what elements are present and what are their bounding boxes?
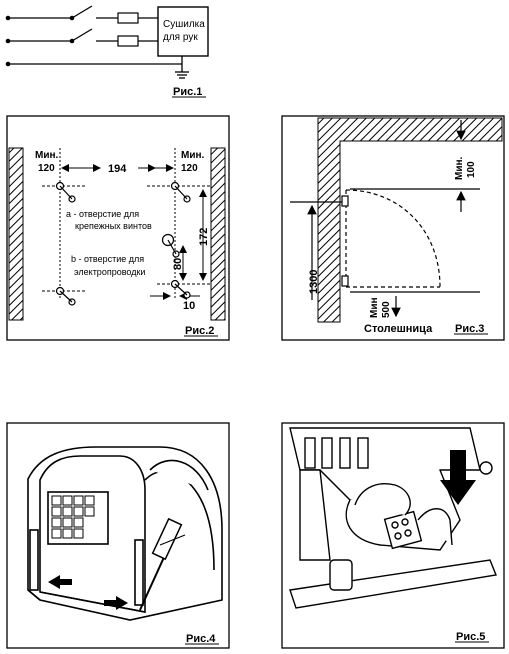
dryer-label-1: Сушилка: [163, 19, 205, 30]
countertop-label: Столешница: [364, 323, 433, 335]
min-top-2: 100: [466, 161, 477, 178]
figure-2-frame: [6, 115, 230, 341]
fig2-dimension-lines: [42, 148, 210, 300]
fuse-2: [117, 35, 139, 47]
note-a-2: крепежных винтов: [75, 221, 152, 231]
figure-1-caption: Рис.1: [173, 86, 202, 98]
dryer-label-2: для рук: [163, 32, 198, 43]
note-a-1: a - отверстие для: [66, 209, 139, 219]
figure-5-caption: Рис.5: [456, 631, 485, 643]
figure-2-mounting: Мин. 120 Мин. 120 194: [6, 115, 230, 341]
dim-10: 10: [183, 300, 195, 312]
push-arrows: [48, 575, 128, 610]
hole-markers: [55, 181, 191, 306]
dryer-grille: [51, 495, 95, 539]
figure-4-cover: Рис.4: [6, 422, 230, 649]
wall-right: [210, 147, 226, 321]
wall-left: [8, 147, 24, 321]
figure-3-caption: Рис.3: [455, 323, 484, 335]
terminal-dots: [5, 15, 75, 67]
min-left-1: Мин.: [35, 150, 59, 161]
housing-drawing: [289, 427, 497, 609]
note-b-2: электропроводки: [74, 267, 145, 277]
min-top-1: Мин.: [454, 156, 465, 180]
figure-3-height: Мин. 100 1300 Мин 500 Столешница Рис.3: [281, 115, 505, 341]
distance-194: 194: [108, 163, 127, 175]
down-arrow-icon: [440, 450, 476, 505]
min-bottom-2: 500: [381, 301, 392, 318]
dim-1300: 1300: [308, 270, 320, 294]
figure-4-caption: Рис.4: [186, 633, 216, 645]
figure-4-frame: [6, 422, 230, 649]
wiring-lines: [8, 5, 189, 79]
dim-80: 80: [172, 258, 184, 270]
note-b-1: b - отверстие для: [71, 254, 144, 264]
figure-1-wiring: Сушилка для рук Рис.1: [5, 5, 209, 98]
screwdriver: [139, 517, 186, 611]
dim-172: 172: [198, 228, 210, 246]
figure-3-frame: [281, 115, 505, 341]
min-left-2: 120: [38, 163, 55, 174]
figure-5-frame: [281, 422, 505, 649]
min-right-1: Мин.: [181, 150, 205, 161]
figure-5-terminal: Рис.5: [281, 422, 505, 649]
min-bottom-1: Мин: [369, 297, 380, 318]
dryer-box: [157, 6, 209, 57]
min-right-2: 120: [181, 163, 198, 174]
figure-2-caption: Рис.2: [185, 325, 214, 337]
fig3-lines: [290, 120, 480, 318]
wall-corner: [317, 117, 503, 323]
fuse-1: [117, 12, 139, 24]
